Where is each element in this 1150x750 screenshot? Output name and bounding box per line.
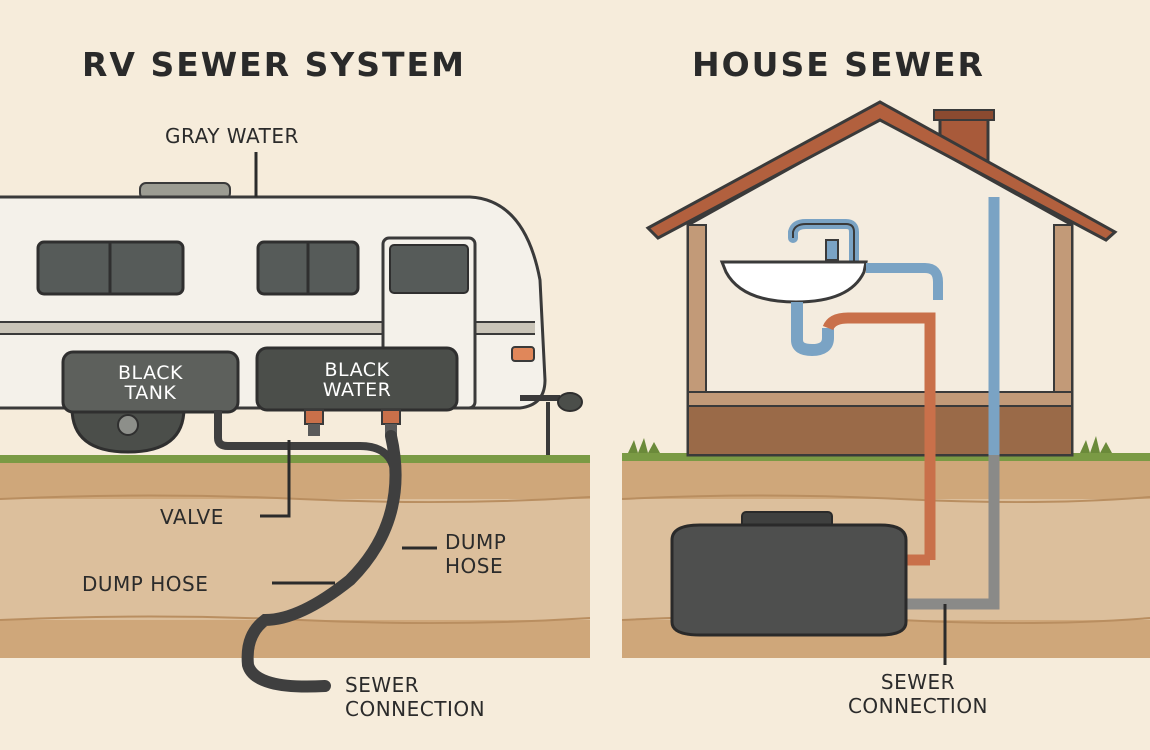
gray-water-label: GRAY WATER xyxy=(165,124,299,148)
black-water-line1: BLACK xyxy=(324,359,390,381)
house xyxy=(645,100,1118,457)
panel-gap xyxy=(590,455,622,660)
dump-hose-right-line2: HOSE xyxy=(445,554,504,578)
rv-plumbing xyxy=(214,409,437,693)
rv-tanks xyxy=(61,346,459,414)
rv-sewer-line1: SEWER xyxy=(345,673,420,697)
house-sewer-line2: CONNECTION xyxy=(847,694,989,718)
black-tank-line1: BLACK xyxy=(118,362,183,384)
valve-label: VALVE xyxy=(160,505,224,529)
black-water-line2: WATER xyxy=(322,379,392,401)
black-water-label: BLACK WATER xyxy=(257,360,457,400)
left-ground xyxy=(0,455,591,658)
black-tank-label: BLACK TANK xyxy=(63,363,238,403)
house-title: HOUSE SEWER xyxy=(692,45,985,84)
septic-tank xyxy=(670,511,908,637)
black-tank-line2: TANK xyxy=(124,382,177,404)
house-plumbing xyxy=(719,197,1000,665)
house-sewer-line1: SEWER xyxy=(880,670,956,694)
dump-hose-right-label: DUMP HOSE xyxy=(445,530,506,578)
dump-hose-right-line1: DUMP xyxy=(445,530,507,554)
rv-sewer-connection-label: SEWER CONNECTION xyxy=(345,673,485,721)
house-sewer-connection-label: SEWER CONNECTION xyxy=(818,670,1018,718)
dump-hose-left-label: DUMP HOSE xyxy=(82,572,209,596)
rv-sewer-line2: CONNECTION xyxy=(345,697,486,721)
rv-title: RV SEWER SYSTEM xyxy=(82,45,466,84)
